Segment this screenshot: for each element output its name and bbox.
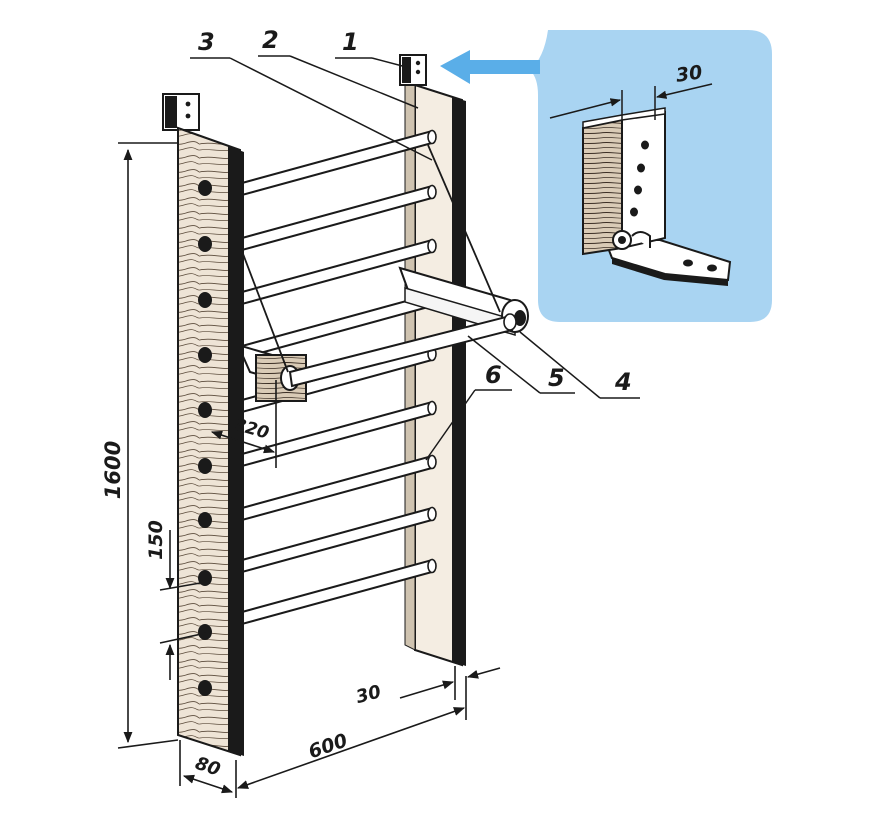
left-post [177, 126, 244, 757]
dim-height-label: 1600 [101, 441, 125, 499]
inset-bracket-thickness-label: 30 [675, 61, 704, 86]
callout-5: 5 [548, 364, 565, 392]
callout-2: 2 [262, 26, 279, 54]
post-hole [198, 347, 212, 363]
post-hole [198, 624, 212, 640]
dim-post-width-label: 80 [193, 753, 223, 781]
dim-rung-spacing-label: 150 [145, 520, 167, 560]
leader-lines [190, 55, 640, 461]
post-hole [198, 236, 212, 252]
dim-wall-gap-label: 30 [354, 681, 384, 708]
post-hole [198, 402, 212, 418]
bracket-left [162, 93, 200, 131]
bracket-right [399, 54, 427, 86]
post-holes [198, 180, 212, 696]
post-hole [198, 180, 212, 196]
inset-pointer-arrow [440, 50, 540, 84]
callout-3: 3 [198, 28, 215, 56]
dim-post-width [179, 740, 234, 794]
dim-rung-spacing [159, 530, 207, 680]
dim-bar-offset [210, 380, 277, 468]
dim-width [235, 676, 467, 798]
callout-6: 6 [485, 361, 502, 389]
inset-bracket-detail [549, 83, 732, 286]
removable-bar [231, 144, 529, 402]
right-post [404, 79, 466, 667]
dim-wall-gap [399, 666, 501, 700]
post-hole [198, 680, 212, 696]
dim-height [117, 142, 179, 749]
post-hole [198, 292, 212, 308]
post-hole [198, 458, 212, 474]
callout-4: 4 [614, 368, 632, 396]
callout-1: 1 [342, 28, 359, 56]
dim-width-label: 600 [306, 729, 351, 763]
post-hole [198, 512, 212, 528]
